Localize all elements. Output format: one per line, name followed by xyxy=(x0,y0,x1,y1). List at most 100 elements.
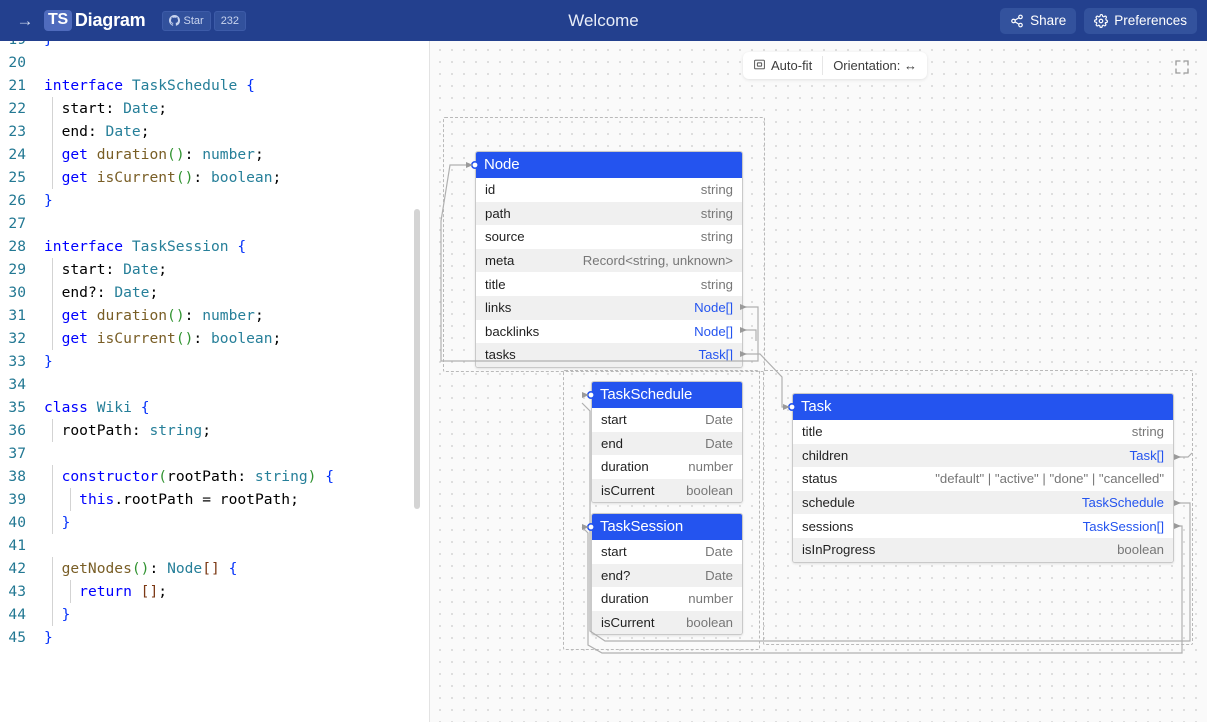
code-line: 29 start: Date; xyxy=(0,258,334,281)
field-type: Date xyxy=(705,544,733,560)
field-name: start xyxy=(601,412,627,428)
entity-field-row[interactable]: end?Date xyxy=(592,563,742,588)
field-type[interactable]: TaskSchedule xyxy=(1081,495,1164,511)
entity-field-row[interactable]: start Date xyxy=(592,408,742,432)
orientation-button[interactable]: Orientation: ↔ xyxy=(823,52,927,79)
code-line: 39 this.rootPath = rootPath; xyxy=(0,488,334,511)
github-star-button[interactable]: Star xyxy=(161,10,211,31)
code-line: 27 xyxy=(0,212,334,235)
code-line: 41 xyxy=(0,534,334,557)
diagram-canvas[interactable]: Auto-fit Orientation: ↔ xyxy=(430,41,1207,722)
code-line: 42 getNodes(): Node[] { xyxy=(0,557,334,580)
field-type: string xyxy=(1131,424,1164,440)
code-line: 22 start: Date; xyxy=(0,97,334,120)
header-actions: Share Preferences xyxy=(1000,7,1197,34)
github-star-badge[interactable]: Star 232 xyxy=(161,10,247,31)
editor-scrollbar[interactable] xyxy=(414,41,420,722)
field-type[interactable]: Task[] xyxy=(698,347,733,363)
github-star-count[interactable]: 232 xyxy=(213,10,247,31)
line-number: 19 xyxy=(0,41,44,51)
line-number: 31 xyxy=(8,307,26,324)
field-name: status xyxy=(802,471,838,487)
editor-divider[interactable] xyxy=(429,41,430,722)
gear-icon xyxy=(1094,13,1109,28)
field-type[interactable]: TaskSession[] xyxy=(1082,518,1164,534)
entity-field-row[interactable]: start Date xyxy=(592,540,742,564)
auto-fit-icon xyxy=(753,58,766,74)
line-number: 29 xyxy=(8,261,26,278)
line-number: 30 xyxy=(8,284,26,301)
app-logo[interactable]: TS Diagram xyxy=(44,10,146,31)
field-type: Record<string, unknown> xyxy=(582,253,733,269)
entity-title: Node xyxy=(476,152,742,178)
field-name: id xyxy=(485,182,496,198)
entity-field-row[interactable]: status"default" | "active" | "done" | "c… xyxy=(793,467,1173,491)
field-name: source xyxy=(485,229,525,245)
auto-fit-button[interactable]: Auto-fit xyxy=(743,52,822,79)
field-name: start xyxy=(601,544,627,560)
field-name: duration xyxy=(601,591,649,607)
code-line: 44 } xyxy=(0,603,334,626)
line-number: 34 xyxy=(8,376,26,393)
field-name: links xyxy=(485,300,512,316)
code-line: 31 get duration(): number; xyxy=(0,304,334,327)
preferences-button[interactable]: Preferences xyxy=(1084,7,1197,34)
code-line: 36 rootPath: string; xyxy=(0,419,334,442)
github-star-label: Star xyxy=(183,14,204,27)
line-number: 27 xyxy=(8,215,26,232)
code-line: 24 get duration(): number; xyxy=(0,143,334,166)
code-line: 19} xyxy=(0,41,334,51)
fullscreen-icon[interactable] xyxy=(1174,59,1190,75)
field-type[interactable]: Task[] xyxy=(1129,447,1164,463)
field-type[interactable]: Node[] xyxy=(694,323,733,339)
toolbar-divider xyxy=(822,56,824,75)
back-arrow-icon[interactable]: → xyxy=(16,11,34,30)
field-type: number xyxy=(688,591,733,607)
share-button[interactable]: Share xyxy=(1000,7,1077,34)
code-line: 20 xyxy=(0,51,334,74)
line-number: 35 xyxy=(8,399,26,416)
field-type[interactable]: Node[] xyxy=(694,300,733,316)
entity-tasksession[interactable]: TaskSession start Date end?Date duration numb… xyxy=(591,513,743,636)
orientation-label: Orientation: ↔ xyxy=(833,58,918,73)
entity-field-row[interactable]: duration number xyxy=(592,587,742,611)
code-line: 30 end?: Date; xyxy=(0,281,334,304)
entity-field-row[interactable]: id string xyxy=(476,178,742,202)
line-number: 41 xyxy=(8,537,26,554)
field-name: duration xyxy=(601,459,649,475)
field-type: boolean xyxy=(686,615,733,631)
field-name: title xyxy=(485,276,506,292)
field-type: Date xyxy=(705,412,733,428)
code-line: 23 end: Date; xyxy=(0,120,334,143)
line-number: 45 xyxy=(8,629,26,646)
entity-title: TaskSession xyxy=(592,514,742,540)
field-type: string xyxy=(700,182,733,198)
editor-scrollbar-thumb[interactable] xyxy=(414,209,420,509)
line-number: 39 xyxy=(8,491,26,508)
app-header: → TS Diagram Star 232 Welcome Share Pref… xyxy=(0,0,1207,41)
code-line: 43 return []; xyxy=(0,580,334,603)
entity-field-row[interactable]: links Node[] xyxy=(476,295,742,320)
line-number: 26 xyxy=(8,192,26,209)
